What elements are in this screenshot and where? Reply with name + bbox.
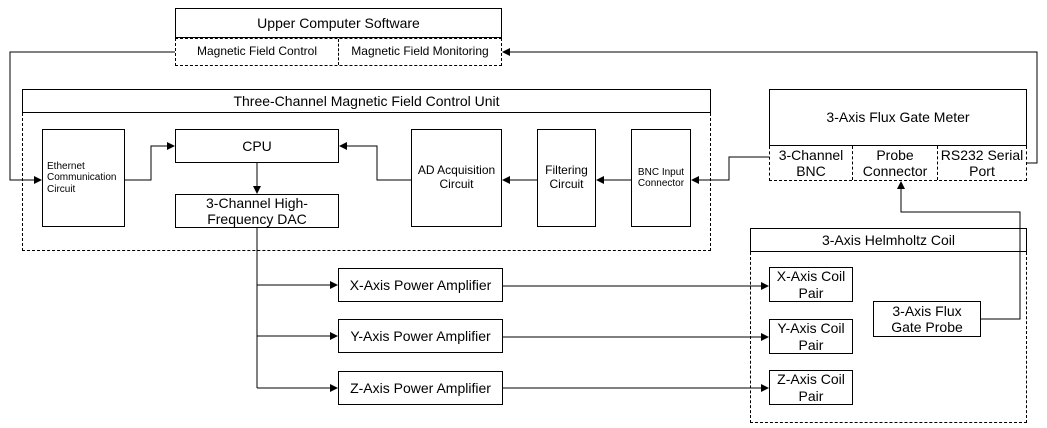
- helmholtz-coil-title-box: 3-Axis Helmholtz Coil: [750, 228, 1027, 252]
- wire-ethernet-to-cpu: [125, 142, 175, 181]
- probe-connector-port: Probe Connector: [853, 146, 938, 180]
- helmholtz-coil-title: 3-Axis Helmholtz Coil: [821, 231, 956, 248]
- flux-gate-meter-title: 3-Axis Flux Gate Meter: [826, 109, 970, 126]
- dac-box: 3-Channel High-Frequency DAC: [175, 194, 339, 228]
- control-unit-title: Three-Channel Magnetic Field Control Uni…: [233, 92, 500, 109]
- bnc-input-connector-box: BNC Input Connector: [631, 129, 691, 227]
- control-unit-panel: [22, 113, 711, 251]
- rs232-serial-port: RS232 Serial Port: [940, 146, 1024, 179]
- wire-meter-bnc-to-input: [691, 156, 769, 184]
- flux-gate-meter-box: 3-Axis Flux Gate Meter: [769, 89, 1027, 146]
- y-axis-power-amplifier: Y-Axis Power Amplifier: [338, 319, 503, 353]
- wire-software-to-ethernet: [9, 51, 175, 184]
- upper-software-title-box: Upper Computer Software: [175, 8, 502, 38]
- cpu-box: CPU: [175, 129, 339, 163]
- wire-probe-to-connector: [897, 181, 1021, 320]
- control-unit-title-box: Three-Channel Magnetic Field Control Uni…: [22, 89, 711, 113]
- three-channel-bnc-port: 3-Channel BNC: [770, 146, 853, 180]
- x-axis-power-amplifier: X-Axis Power Amplifier: [338, 268, 503, 302]
- z-axis-coil-pair: Z-Axis Coil Pair: [769, 370, 853, 405]
- y-axis-coil-pair: Y-Axis Coil Pair: [769, 319, 853, 354]
- ethernet-circuit-box: Ethernet Communication Circuit: [42, 129, 125, 227]
- wire-rs232-to-software: [502, 48, 1038, 164]
- wire-ad-to-cpu: [339, 142, 411, 181]
- z-axis-power-amplifier: Z-Axis Power Amplifier: [338, 371, 503, 405]
- flux-gate-probe-box: 3-Axis Flux Gate Probe: [873, 301, 981, 337]
- filtering-circuit-box: Filtering Circuit: [537, 129, 596, 227]
- x-axis-coil-pair: X-Axis Coil Pair: [769, 267, 853, 302]
- flux-gate-meter-ports: [769, 146, 1027, 181]
- upper-software-title: Upper Computer Software: [257, 14, 420, 31]
- ad-acquisition-box: AD Acquisition Circuit: [411, 129, 502, 227]
- upper-software-panel: [175, 38, 502, 66]
- magnetic-field-monitoring-label: Magnetic Field Monitoring: [351, 44, 489, 59]
- magnetic-field-control-label: Magnetic Field Control: [176, 39, 339, 65]
